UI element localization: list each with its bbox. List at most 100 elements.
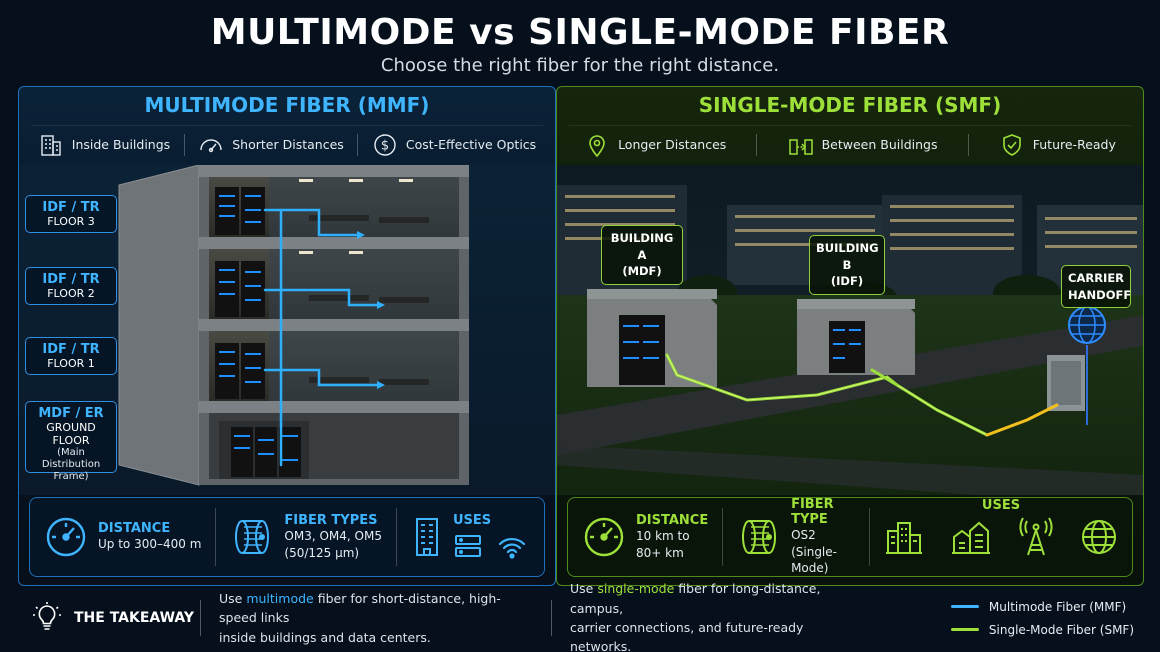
building-a-role: (MDF): [622, 264, 662, 279]
smf-distance-line2: 80+ km: [636, 545, 684, 560]
floor-label-name: FLOOR 2: [47, 287, 95, 300]
carrier-cabinet: [1047, 355, 1085, 411]
mmf-feature-inside-buildings: Inside Buildings: [38, 132, 170, 158]
globe-icon: [1082, 520, 1116, 554]
svg-text:$: $: [381, 138, 389, 153]
takeaway-mmf-text: Use multimode fiber for short-distance, …: [201, 589, 551, 647]
smf-distance-line1: 10 km to: [636, 528, 690, 543]
takeaway-bar: THE TAKEAWAY Use multimode fiber for sho…: [18, 581, 1144, 652]
cable-spool-icon: [235, 520, 270, 554]
buildings-link-icon: [788, 138, 813, 155]
campus-icon: [952, 521, 990, 554]
takeaway-text-part: Use: [570, 581, 598, 597]
city-buildings-icon: [886, 522, 922, 554]
building-a-hut: [587, 289, 717, 387]
smf-fiber-cell: FIBER TYPE OS2 (Single-Mode): [723, 496, 869, 576]
page-subtitle: Choose the right fiber for the right dis…: [380, 55, 780, 76]
floor-label-name: FLOOR 1: [47, 357, 95, 370]
mmf-distance-head: DISTANCE: [98, 521, 171, 537]
legend-swatch-mmf: [950, 605, 979, 608]
mmf-title: MULTIMODE FIBER (MMF): [144, 93, 430, 117]
mmf-building-scene: IDF / TR FLOOR 3 IDF / TR FLOOR 2 IDF / …: [19, 164, 555, 495]
mmf-distance-cell: DISTANCE Up to 300–400 m: [30, 498, 215, 576]
mmf-feature-label: Inside Buildings: [71, 137, 171, 152]
smf-feature-longer-distances: Longer Distances: [584, 132, 726, 158]
dollar-icon: $: [374, 133, 396, 156]
takeaway-text-part: fiber for short-distance, high-speed lin…: [219, 590, 501, 626]
floor-label-title: IDF / TR: [42, 342, 100, 357]
takeaway-highlight-multimode: multimode: [246, 590, 314, 606]
rack-floor-2: [215, 261, 265, 317]
mmf-info-box: DISTANCE Up to 300–400 m FIBER TYPES OM3…: [29, 497, 545, 577]
office-building-icon: [415, 518, 438, 556]
carrier-fiber-line: [985, 403, 1059, 437]
smf-feature-future-ready: Future-Ready: [999, 132, 1116, 158]
server-icon: [454, 534, 481, 557]
building-icon: [41, 134, 61, 156]
mdf-label-desc: Frame): [53, 471, 89, 482]
smf-feature-label: Between Buildings: [821, 137, 938, 152]
speedometer-icon: [46, 517, 86, 557]
smf-feature-between-buildings: Between Buildings: [788, 132, 938, 158]
floor-label-name: FLOOR 3: [47, 215, 95, 228]
mmf-uses-cell: USES: [397, 498, 541, 576]
mmf-feature-bar: Inside Buildings Shorter Distances $ Cos…: [31, 125, 543, 163]
mmf-feature-label: Shorter Distances: [232, 137, 344, 152]
takeaway-text-part: fiber for long-distance, campus,: [570, 581, 821, 616]
mmf-feature-cost-effective: $ Cost-Effective Optics: [372, 132, 536, 158]
takeaway-mmf-line2: inside buildings and data centers.: [219, 629, 431, 645]
building-b-name: BUILDING B: [816, 241, 879, 272]
smf-panel: SINGLE-MODE FIBER (SMF) Longer Distances…: [556, 86, 1144, 586]
floor-label-title: IDF / TR: [42, 200, 100, 215]
lightbulb-icon: [33, 602, 61, 630]
smf-campus-scene: BUILDING A (MDF) BUILDING B (IDF) CARRIE…: [557, 165, 1143, 495]
page-title: MULTIMODE vs SINGLE-MODE FIBER: [210, 12, 950, 53]
mdf-label: MDF / ER GROUND FLOOR (Main Distribution…: [25, 401, 117, 482]
smf-title: SINGLE-MODE FIBER (SMF): [698, 93, 1002, 117]
rack-mdf: [231, 427, 301, 477]
floor-3-label: IDF / TR FLOOR 3: [25, 195, 117, 233]
rack-floor-1: [215, 343, 265, 399]
takeaway-smf-text: Use single-mode fiber for long-distance,…: [552, 579, 882, 652]
mmf-fiber-line1: OM3, OM4, OM5: [284, 528, 382, 543]
legend-item-mmf: Multimode Fiber (MMF): [950, 599, 1134, 614]
smf-uses-head: USES: [981, 498, 1021, 513]
smf-feature-label: Future-Ready: [1032, 137, 1116, 152]
carrier-line1: CARRIER: [1068, 271, 1125, 285]
floor-label-title: IDF / TR: [42, 272, 100, 287]
smf-feature-label: Longer Distances: [618, 137, 727, 152]
mmf-feature-label: Cost-Effective Optics: [405, 137, 537, 152]
mdf-label-floor: GROUND FLOOR: [46, 421, 96, 447]
smf-fiber-line1: OS2: [791, 527, 816, 542]
takeaway-highlight-single-mode: single-mode: [597, 581, 675, 597]
building-a-callout: BUILDING A (MDF): [601, 225, 683, 286]
shield-check-icon: [1002, 133, 1021, 156]
legend-label-smf: Single-Mode Fiber (SMF): [988, 622, 1134, 637]
location-pin-icon: [589, 134, 605, 157]
legend-item-smf: Single-Mode Fiber (SMF): [950, 622, 1134, 637]
floor-1-label: IDF / TR FLOOR 1: [25, 337, 117, 375]
smf-info-box: DISTANCE 10 km to 80+ km FIBER TYPE OS2 …: [567, 497, 1133, 577]
smf-distance-cell: DISTANCE 10 km to 80+ km: [568, 498, 722, 576]
building-a-name: BUILDING A: [610, 231, 674, 262]
globe-icon: [1068, 306, 1106, 344]
smf-fiber-lines: [665, 353, 989, 437]
mmf-fiber-cell: FIBER TYPES OM3, OM4, OM5 (50/125 µm): [216, 498, 396, 576]
multi-floor-building-illustration: [19, 164, 555, 495]
smf-fiber-head: FIBER TYPE: [791, 496, 834, 527]
speedometer-icon: [584, 517, 624, 557]
takeaway-smf-line2: carrier connections, and future-ready ne…: [570, 620, 804, 652]
fiber-legend: Multimode Fiber (MMF) Single-Mode Fiber …: [950, 599, 1144, 637]
mmf-distance-value: Up to 300–400 m: [98, 537, 202, 552]
smf-fiber-line2: (Single-Mode): [791, 544, 837, 576]
cable-spool-icon: [742, 520, 777, 554]
wifi-icon: [498, 537, 526, 559]
carrier-line2: HANDOFF: [1068, 287, 1132, 302]
campus-illustration: [557, 165, 1143, 495]
legend-label-mmf: Multimode Fiber (MMF): [988, 599, 1127, 614]
mmf-fiber-head: FIBER TYPES: [284, 512, 378, 528]
mmf-feature-shorter-distances: Shorter Distances: [198, 132, 344, 158]
speedometer-icon: [200, 138, 222, 152]
takeaway-header: THE TAKEAWAY: [18, 601, 200, 635]
cell-tower-icon: [1019, 517, 1053, 556]
